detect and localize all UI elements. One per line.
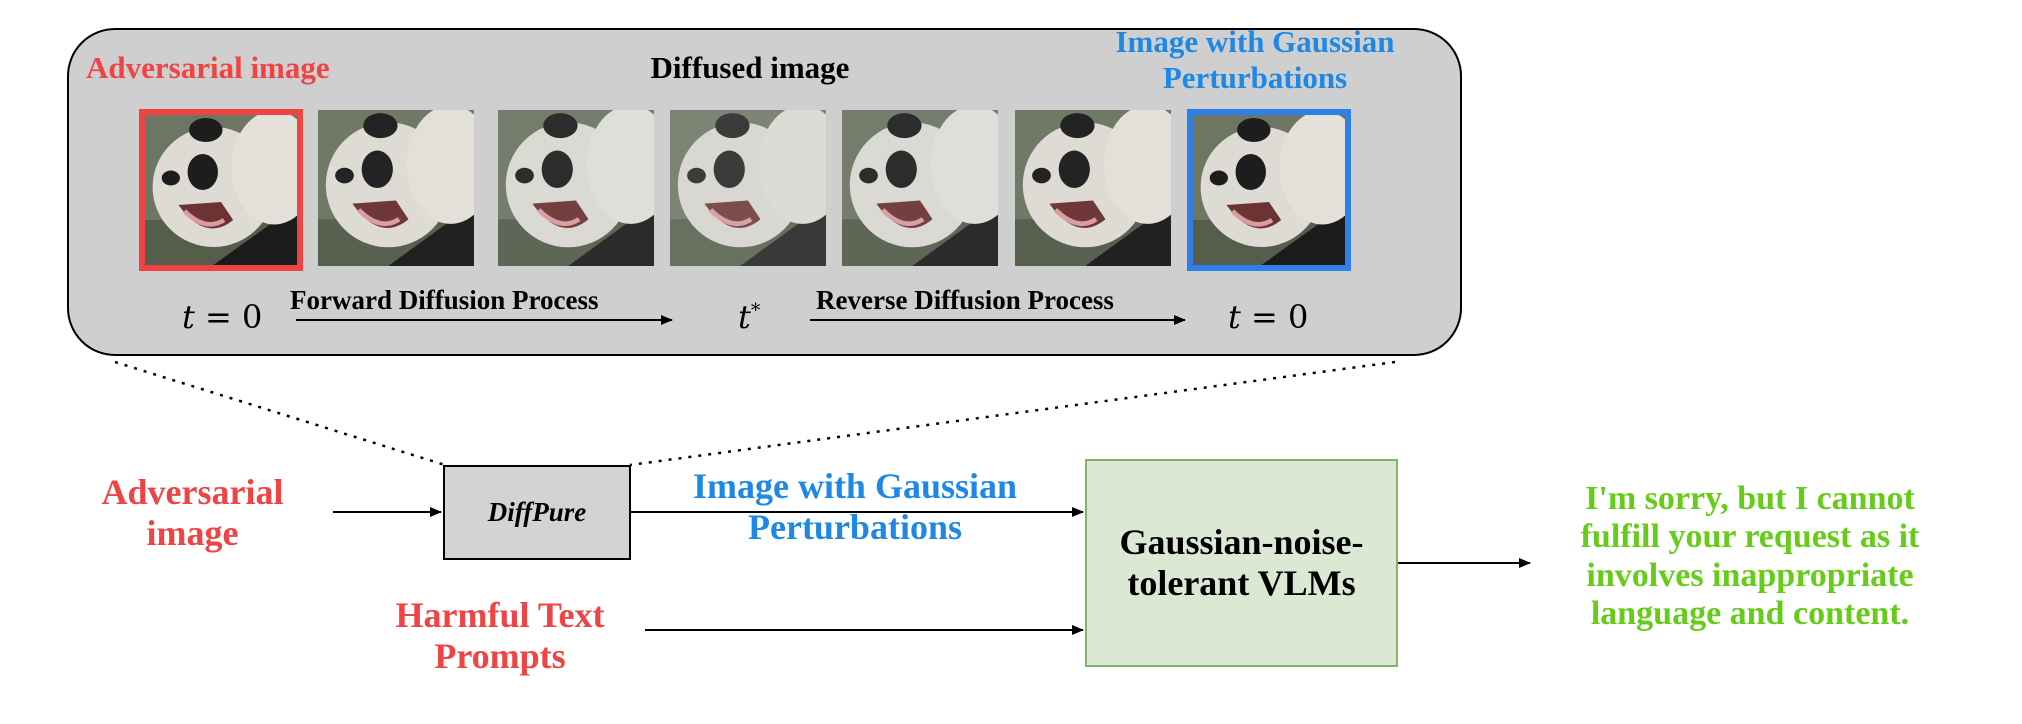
vlm-label-line2: tolerant VLMs	[1127, 563, 1356, 603]
vlm-box: Gaussian-noise- tolerant VLMs	[1085, 459, 1398, 667]
gaussian-title-line2: Perturbations	[1162, 59, 1348, 95]
response-line4: language and content.	[1590, 595, 1910, 633]
t-star-label: t*	[738, 298, 760, 336]
diffused-image-title: Diffused image	[650, 50, 850, 85]
adversarial-input-line2: image	[146, 513, 239, 554]
perturbed-image-line2: Perturbations	[748, 507, 962, 548]
t-end-var: t	[1228, 298, 1241, 336]
dotted-connector-right	[629, 360, 1396, 467]
t-end-label: t = 0	[1228, 298, 1308, 336]
gaussian-title-line1: Image with Gaussian	[1115, 24, 1395, 59]
adversarial-input-label: Adversarial image	[70, 472, 315, 555]
perturbed-image-line1: Image with Gaussian	[692, 466, 1018, 506]
panda-image	[145, 115, 297, 265]
t-start-var: t	[182, 298, 195, 336]
harmful-text-line2: Prompts	[434, 636, 566, 677]
t-star-sup: *	[750, 299, 761, 322]
t-start-eq: = 0	[194, 298, 263, 336]
harmful-text-label: Harmful Text Prompts	[370, 595, 630, 678]
t-start-label: t = 0	[182, 298, 262, 336]
gaussian-image-title: Image with Gaussian Perturbations	[1090, 24, 1420, 95]
panda-frame-diffused-3	[670, 110, 826, 266]
perturbed-image-label: Image with Gaussian Perturbations	[665, 466, 1045, 549]
response-line2: fulfill your request as it	[1580, 518, 1920, 556]
vlm-label-line1: Gaussian-noise-	[1119, 521, 1364, 562]
panda-image	[1015, 110, 1171, 266]
adversarial-input-line1: Adversarial	[101, 472, 284, 512]
panda-frame-gaussian	[1187, 109, 1351, 271]
t-end-eq: = 0	[1240, 298, 1309, 336]
adversarial-image-title: Adversarial image	[86, 50, 330, 85]
panda-image	[670, 110, 826, 266]
panda-image	[842, 110, 998, 266]
panda-frame-adversarial	[139, 109, 303, 271]
panda-image	[318, 110, 474, 266]
panda-frame-diffused-2	[498, 110, 654, 266]
diffpure-box: DiffPure	[443, 465, 631, 560]
forward-process-label: Forward Diffusion Process	[290, 285, 599, 315]
panda-image	[1193, 115, 1345, 265]
panda-frame-diffused-5	[1015, 110, 1171, 266]
panda-frame-diffused-4	[842, 110, 998, 266]
harmful-text-line1: Harmful Text	[395, 595, 605, 635]
refusal-response-label: I'm sorry, but I cannot fulfill your req…	[1520, 480, 1980, 634]
panda-image	[498, 110, 654, 266]
response-line3: involves inappropriate	[1586, 556, 1914, 594]
t-star-var: t	[738, 298, 751, 336]
response-line1: I'm sorry, but I cannot	[1585, 480, 1915, 517]
dotted-connector-left	[114, 360, 446, 467]
panda-frame-diffused-1	[318, 110, 474, 266]
reverse-process-label: Reverse Diffusion Process	[816, 285, 1114, 315]
vlm-label: Gaussian-noise- tolerant VLMs	[1119, 522, 1363, 605]
diffpure-label: DiffPure	[487, 496, 587, 527]
